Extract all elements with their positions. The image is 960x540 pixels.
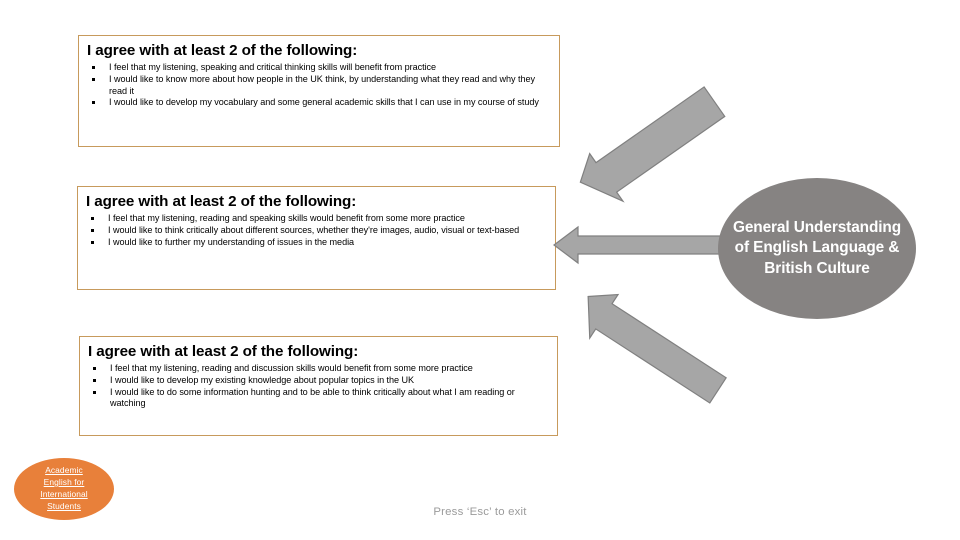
list-item: I would like to develop my existing know… <box>86 375 549 387</box>
logo-line-3: International <box>40 489 88 499</box>
list-item-text: I feel that my listening, speaking and c… <box>109 61 437 72</box>
requirements-box-1: I agree with at least 2 of the following… <box>78 35 560 147</box>
bullet-square-icon <box>93 366 96 370</box>
box-3-list: I feel that my listening, reading and di… <box>86 363 549 410</box>
list-item-text: I feel that my listening, reading and di… <box>110 362 473 373</box>
bullet-square-icon <box>93 390 96 394</box>
box-1-list: I feel that my listening, speaking and c… <box>85 62 551 109</box>
list-item: I would like to develop my vocabulary an… <box>85 97 551 109</box>
logo-ellipse[interactable]: Academic English for International Stude… <box>14 458 114 520</box>
press-esc-hint: Press ‘Esc’ to exit <box>433 506 527 518</box>
list-item: I feel that my listening, reading and sp… <box>84 213 547 225</box>
bullet-square-icon <box>92 65 95 69</box>
list-item-text: I would like to think critically about d… <box>108 224 520 235</box>
arrow-to-box-3-icon <box>552 288 738 404</box>
bullet-square-icon <box>91 216 94 220</box>
list-item: I feel that my listening, speaking and c… <box>85 62 551 74</box>
list-item: I would like to know more about how peop… <box>85 74 551 98</box>
box-1-title: I agree with at least 2 of the following… <box>87 42 358 59</box>
list-item: I would like to further my understanding… <box>84 237 547 249</box>
bullet-square-icon <box>91 228 94 232</box>
list-item-text: I would like to further my understanding… <box>108 236 355 247</box>
list-item: I would like to think critically about d… <box>84 225 547 237</box>
list-item-text: I would like to develop my vocabulary an… <box>109 97 539 108</box>
logo-line-1: Academic <box>45 465 83 476</box>
logo-line-2: English for <box>43 477 85 488</box>
bullet-square-icon <box>91 240 94 244</box>
bullet-square-icon <box>92 77 95 81</box>
list-item: I would like to do some information hunt… <box>86 387 549 411</box>
logo-text: Academic English for International Stude… <box>40 465 87 513</box>
list-item-text: I would like to know more about how peop… <box>109 73 536 96</box>
requirements-box-2: I agree with at least 2 of the following… <box>77 186 556 290</box>
hub-ellipse: General Understanding of English Languag… <box>718 178 916 319</box>
list-item: I feel that my listening, reading and di… <box>86 363 549 375</box>
bullet-square-icon <box>93 378 96 382</box>
arrow-to-box-1-icon <box>552 86 736 214</box>
logo-line-4: Students <box>47 500 81 511</box>
bullet-square-icon <box>92 101 95 105</box>
hub-label: General Understanding of English Languag… <box>732 219 902 277</box>
list-item-text: I feel that my listening, reading and sp… <box>108 212 465 223</box>
list-item-text: I would like to do some information hunt… <box>110 386 515 409</box>
requirements-box-3: I agree with at least 2 of the following… <box>79 336 558 436</box>
box-2-list: I feel that my listening, reading and sp… <box>84 213 547 248</box>
arrow-to-box-2-icon <box>552 222 724 268</box>
list-item-text: I would like to develop my existing know… <box>110 374 415 385</box>
box-2-title: I agree with at least 2 of the following… <box>86 193 357 210</box>
box-3-title: I agree with at least 2 of the following… <box>88 343 359 360</box>
